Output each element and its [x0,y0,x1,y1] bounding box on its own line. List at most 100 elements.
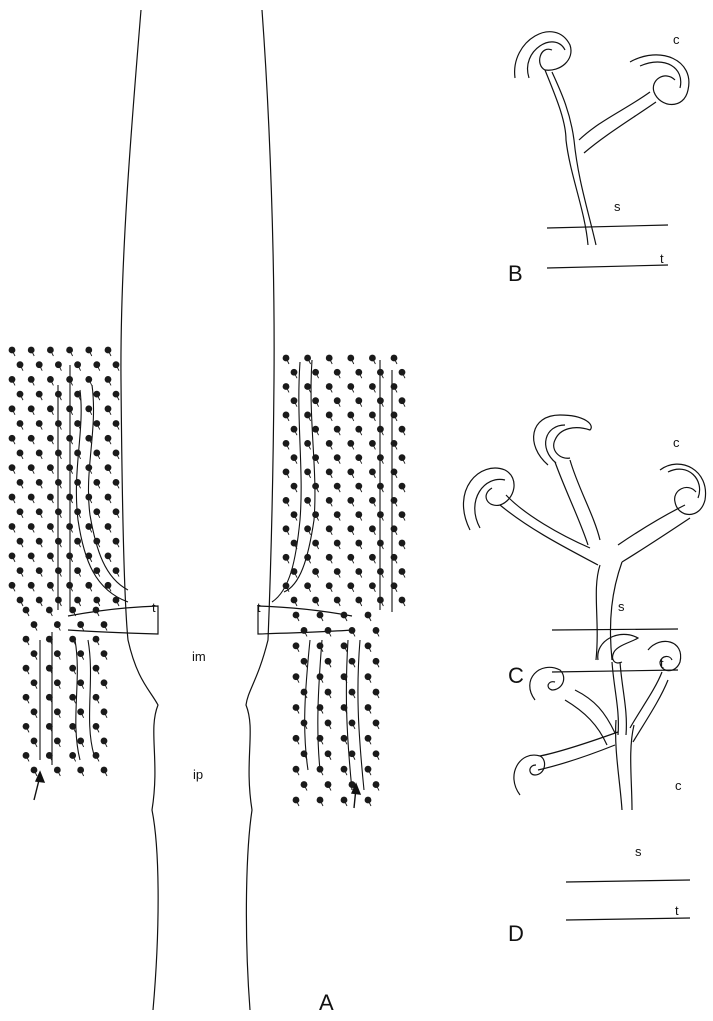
acinus [105,552,112,559]
acinus [373,720,380,727]
acinus [391,440,398,447]
acinus [341,612,348,619]
acinus [355,597,362,604]
acinus [113,567,120,574]
acinus [101,650,108,657]
acinus [101,679,108,686]
acinus [74,508,81,515]
acinus [377,568,384,575]
acinus [105,464,112,471]
acinus [341,642,348,649]
acinus [399,597,406,604]
acinus [355,511,362,518]
acinus [93,450,100,457]
acinus [28,582,35,589]
acinus [9,376,16,383]
acinus [36,567,43,574]
label-t-d: t [675,903,679,918]
acinus [283,383,290,390]
acinus [77,650,84,657]
acinus [55,508,62,515]
acinus [301,689,308,696]
acinus [69,665,76,672]
acinus [347,554,354,561]
acinus [317,797,324,804]
acinus [23,694,30,701]
cup-c-mid [534,415,592,465]
cup-c-right [660,464,706,514]
acinus [9,582,16,589]
acinus [291,511,298,518]
acinus [74,450,81,457]
acinus [85,464,92,471]
acinus [326,554,333,561]
acinus [325,720,332,727]
label-t-b: t [660,251,664,266]
acinus [74,538,81,545]
acinus [36,420,43,427]
acinus [31,650,38,657]
acinus [23,752,30,759]
acinus [391,525,398,532]
acinus [377,454,384,461]
acinus [47,405,54,412]
acinus [399,568,406,575]
acinus [399,483,406,490]
acinus [377,597,384,604]
branch-d-2 [565,690,615,745]
acinus [9,494,16,501]
branch-b [579,92,656,153]
acinus [291,397,298,404]
acinus [326,412,333,419]
acinus [317,766,324,773]
acinus [9,347,16,354]
acinus [113,538,120,545]
acinus [312,369,319,376]
acinus [105,347,112,354]
acinus [77,679,84,686]
acinus [55,597,62,604]
acinus [77,621,84,628]
acinus [31,621,38,628]
acinus [301,627,308,634]
acinus [93,479,100,486]
acinus [47,552,54,559]
acinus [365,735,372,742]
acinus [85,435,92,442]
acinus [317,673,324,680]
acinus [399,511,406,518]
acinus [93,420,100,427]
acinus [66,435,73,442]
acinus [283,468,290,475]
acinus [55,538,62,545]
acinus [101,621,108,628]
acinus [66,552,73,559]
acinus [85,347,92,354]
acinus [28,523,35,530]
acinus [326,582,333,589]
acinus [391,497,398,504]
acinus [301,781,308,788]
acinus [54,650,61,657]
acinus [85,494,92,501]
intestine-left-wall [121,10,158,1010]
acinus [55,450,62,457]
acinus [105,494,112,501]
label-ip: ip [193,767,203,782]
acinus [31,738,38,745]
acinus [93,665,100,672]
acinus [31,767,38,774]
left-upper-acini [9,347,120,606]
acinus [74,420,81,427]
acinus [47,435,54,442]
panel-label-a: A [319,990,334,1015]
acinus [28,464,35,471]
acinus [349,720,356,727]
acinus [293,642,300,649]
label-c-d: c [675,778,682,793]
base-line-b-1 [547,225,668,228]
acinus [77,767,84,774]
acinus [31,679,38,686]
acinus [113,420,120,427]
